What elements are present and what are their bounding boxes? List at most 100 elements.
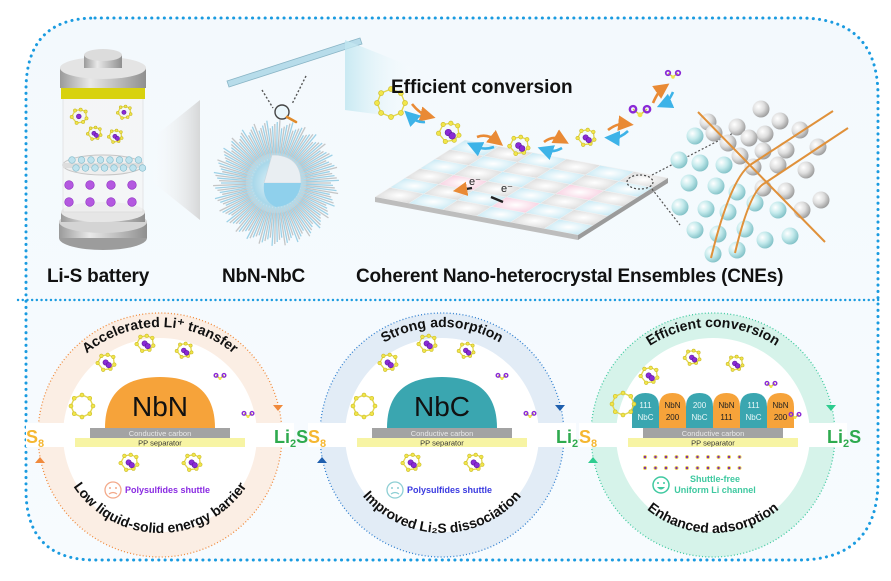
sulfur-atom xyxy=(793,416,797,419)
sulfur-atom xyxy=(383,367,388,372)
nanorod xyxy=(298,193,328,209)
separator-particle xyxy=(119,164,128,172)
urchin-sphere xyxy=(213,120,339,246)
sulfur-atom xyxy=(507,143,512,149)
sulfur-atom xyxy=(691,348,696,353)
polysulfide-molecule xyxy=(456,341,476,359)
sulfur-atom xyxy=(178,342,182,347)
polysulfide-molecule xyxy=(725,354,745,372)
sulfur-atom xyxy=(377,360,382,366)
nanorod xyxy=(294,199,322,223)
lithium-atom xyxy=(241,410,247,416)
s8-ring xyxy=(350,392,378,420)
lattice-atom xyxy=(777,141,795,159)
lithium-atom xyxy=(410,462,417,469)
nanorod xyxy=(267,207,273,240)
nanorod xyxy=(230,143,258,167)
sulfur-atom xyxy=(456,349,461,353)
sulfur-atom xyxy=(128,452,133,457)
separator-particle xyxy=(72,164,80,172)
sulfur-atom xyxy=(353,395,359,401)
lithium-atom xyxy=(183,350,190,356)
lithium-ion xyxy=(64,197,74,207)
electron-arrow-right xyxy=(490,195,504,204)
s8-ring xyxy=(609,390,637,418)
polysulfide-molecule xyxy=(400,452,422,472)
lithium-atom xyxy=(387,362,394,369)
lattice-atom xyxy=(797,161,815,179)
polysulfide-molecule xyxy=(174,341,194,359)
lithium-atom xyxy=(628,104,638,114)
nanorod xyxy=(289,203,312,234)
sulfur-atom xyxy=(128,106,132,110)
sulfur-atom xyxy=(525,145,531,151)
lithium-atom xyxy=(734,363,741,369)
lattice-atom xyxy=(719,203,737,221)
polysulfide-molecule xyxy=(107,128,124,144)
carbon-label: Conductive carbon xyxy=(411,429,474,438)
sulfur-atom xyxy=(388,86,394,92)
sulfur-atom xyxy=(500,377,504,380)
lithium-ion xyxy=(106,180,116,190)
sulfur-atom xyxy=(188,343,193,348)
sulfur-atom xyxy=(612,393,618,399)
lithium-atom xyxy=(465,350,472,356)
grain-boundary-line xyxy=(734,127,849,254)
sulfur-atom xyxy=(410,452,415,457)
sulfur-atom xyxy=(218,377,222,380)
separator-particle xyxy=(77,156,86,164)
lithium-dot xyxy=(737,454,742,459)
lithium-atom xyxy=(213,372,219,378)
nanorod xyxy=(224,157,254,173)
sulfur-atom xyxy=(144,333,149,338)
heterocrystal-lattice xyxy=(670,100,849,263)
nanorod xyxy=(249,132,265,161)
lithium-dot xyxy=(706,454,711,459)
lithium-dot xyxy=(706,465,711,470)
sulfur-atom xyxy=(87,411,93,417)
sulfur-atom xyxy=(79,414,85,420)
sphere-core-fill xyxy=(263,183,301,207)
sulfur-atom xyxy=(575,135,580,141)
conversion-arrow xyxy=(604,130,629,147)
sulfur-atom xyxy=(398,90,404,96)
sulfur-atom xyxy=(109,129,114,133)
polysulfide-molecule xyxy=(416,333,438,353)
lithium-ion xyxy=(127,197,137,207)
conversion-arrow xyxy=(607,115,634,132)
sulfur-atom xyxy=(73,108,77,113)
facet-dome xyxy=(767,393,794,428)
lithium-atom xyxy=(221,372,227,378)
sulfur-atom xyxy=(671,75,675,79)
conversion-title: Efficient conversion xyxy=(391,77,573,98)
sulfur-atom xyxy=(369,411,375,417)
sulfur-atom xyxy=(433,343,438,348)
electron-arrow-left xyxy=(452,181,473,196)
conversion-arrow xyxy=(404,110,426,128)
sulfur-atom xyxy=(105,352,110,357)
lithium-ion xyxy=(85,180,95,190)
sulfur-atom xyxy=(369,395,375,401)
lithium-atom xyxy=(128,462,135,469)
lithium-atom xyxy=(94,133,99,138)
sulfur-atom xyxy=(463,460,468,466)
lithium-atom xyxy=(473,462,480,469)
nanorod xyxy=(218,162,253,176)
sulfur-atom xyxy=(123,104,128,109)
lithium-dot xyxy=(716,465,721,470)
facet-dome xyxy=(659,393,686,428)
nanorod xyxy=(275,121,278,158)
lithium-atom xyxy=(531,410,537,416)
lithium-dot xyxy=(727,465,732,470)
sulfur-atom xyxy=(398,110,404,116)
pp-separator-bar xyxy=(628,438,798,447)
sulfur-atom xyxy=(654,367,659,373)
dome-label-top: 200 xyxy=(693,401,707,410)
lithium-dot xyxy=(716,454,721,459)
sulfur-atom xyxy=(448,120,454,126)
nanorod xyxy=(258,207,270,244)
nanorod xyxy=(287,205,303,234)
sulfur-atom xyxy=(84,116,89,121)
zoom-beam xyxy=(345,40,420,120)
li-s-battery-illustration xyxy=(59,49,200,250)
